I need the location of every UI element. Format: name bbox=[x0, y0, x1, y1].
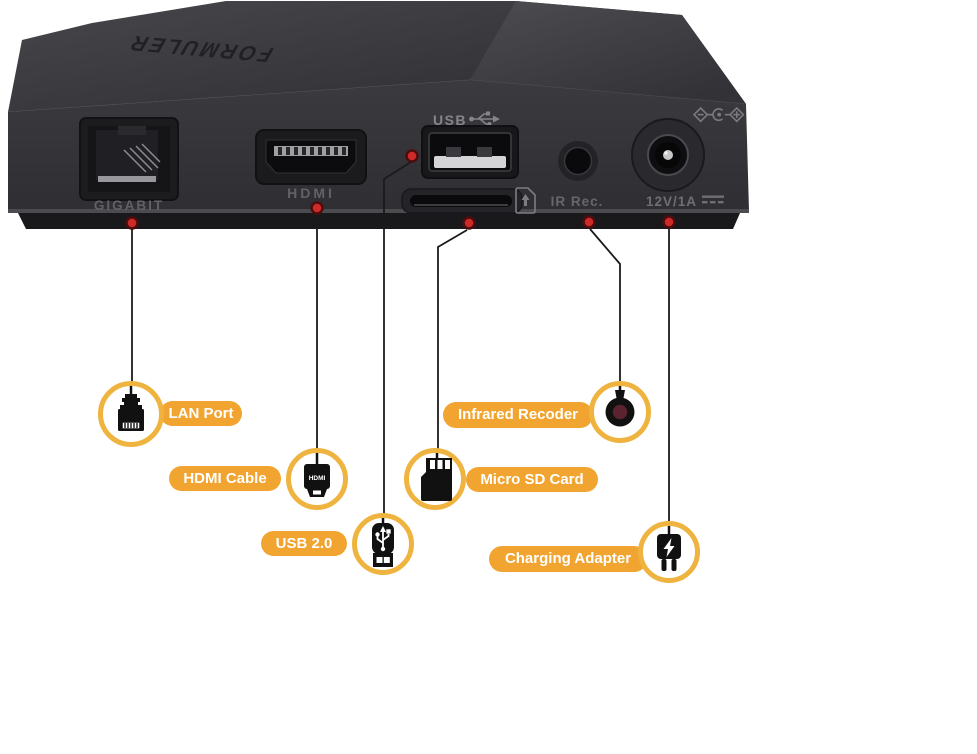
sd-card-slot bbox=[401, 187, 536, 214]
device-rear-panel bbox=[8, 80, 749, 211]
sd-card-glyph-icon bbox=[515, 187, 536, 214]
ir-label-pill: Infrared Recoder bbox=[443, 402, 593, 428]
ir-callout-line bbox=[589, 228, 621, 383]
lan-callout-circle bbox=[98, 381, 164, 447]
hdmi-connector-text: HDMI bbox=[309, 475, 326, 482]
hdmi-port-label: HDMI bbox=[287, 185, 335, 201]
hdmi-connector-icon: HDMI bbox=[304, 453, 330, 497]
usb-plug-icon bbox=[372, 518, 394, 567]
usb-port-label: USB bbox=[433, 112, 467, 128]
polarity-symbol-icon bbox=[692, 106, 745, 123]
lan-port-label: GIGABIT bbox=[94, 198, 164, 213]
device-bottom-seam bbox=[8, 209, 749, 213]
sd-callout-line bbox=[437, 229, 468, 450]
device-top-right-facet bbox=[470, 1, 746, 104]
hdmi-callout-circle: HDMI bbox=[286, 448, 348, 510]
sd-label-pill: Micro SD Card bbox=[466, 467, 598, 492]
ir-receiver-port: IR Rec. bbox=[551, 141, 604, 209]
usb-callout-line bbox=[383, 161, 412, 515]
ethernet-plug-icon bbox=[118, 386, 144, 431]
sd-callout-circle bbox=[404, 448, 466, 510]
power-port-label: 12V/1A bbox=[646, 194, 697, 209]
micro-sd-icon bbox=[421, 453, 452, 501]
power-plug-icon bbox=[657, 526, 681, 571]
power-callout-circle bbox=[638, 521, 700, 583]
device-bottom-strip bbox=[18, 213, 740, 229]
hdmi-port: HDMI bbox=[255, 129, 367, 201]
usb-marker-dot bbox=[405, 149, 419, 163]
hdmi-marker-dot bbox=[310, 201, 324, 215]
usb-label-pill: USB 2.0 bbox=[261, 531, 347, 556]
ir-marker-dot bbox=[582, 215, 596, 229]
marker-dots bbox=[125, 149, 676, 230]
usb-callout-circle bbox=[352, 513, 414, 575]
dc-symbol-icon bbox=[702, 195, 724, 204]
lan-port: GIGABIT bbox=[79, 117, 179, 213]
power-label-pill: Charging Adapter bbox=[489, 546, 647, 572]
sd-marker-dot bbox=[462, 216, 476, 230]
lan-label-pill: LAN Port bbox=[160, 401, 242, 426]
callout-lines bbox=[131, 161, 670, 524]
hdmi-label-pill: HDMI Cable bbox=[169, 466, 281, 491]
ir-port-label: IR Rec. bbox=[551, 194, 604, 209]
lan-marker-dot bbox=[125, 216, 139, 230]
ir-callout-circle bbox=[589, 381, 651, 443]
device: FORMULER GIGABIT bbox=[7, 1, 749, 229]
power-marker-dot bbox=[662, 215, 676, 229]
usb-port: USB bbox=[421, 111, 519, 179]
dc-power-jack: 12V/1A bbox=[631, 106, 745, 209]
ir-receiver-icon bbox=[605, 386, 635, 427]
